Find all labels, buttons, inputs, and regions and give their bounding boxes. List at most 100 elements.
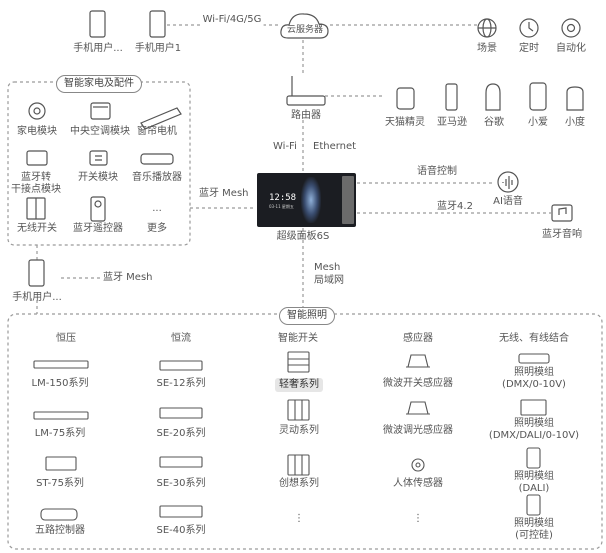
lighting-module-dali-icon bbox=[526, 447, 541, 469]
agile-series-label: 灵动系列 bbox=[279, 425, 319, 436]
xiaoai-speaker-icon bbox=[529, 82, 547, 111]
se12-label: SE-12系列 bbox=[156, 378, 206, 389]
column-sensors: 感应器 bbox=[403, 333, 433, 344]
lighting-module-scr-icon bbox=[526, 494, 541, 516]
se30-label: SE-30系列 bbox=[156, 478, 206, 489]
switch-module-label: 开关模块 bbox=[78, 172, 118, 183]
appliance-module-label: 家电模块 bbox=[17, 126, 57, 137]
wifi-link-label: Wi-Fi bbox=[273, 141, 297, 152]
bluetooth-remote-label: 蓝牙遥控器 bbox=[73, 223, 123, 234]
speaker-google-label: 谷歌 bbox=[484, 117, 504, 128]
agile-switch-icon bbox=[287, 399, 310, 421]
speaker-xiaoai-label: 小爱 bbox=[528, 117, 548, 128]
bluetooth-42-label: 蓝牙4.2 bbox=[437, 201, 473, 212]
speaker-xiaodu-label: 小度 bbox=[565, 117, 585, 128]
bluetooth-mesh-bottom-label: 蓝牙 Mesh bbox=[103, 272, 153, 283]
feature-automation-label: 自动化 bbox=[556, 43, 586, 54]
network-label: Wi-Fi/4G/5G bbox=[200, 14, 264, 26]
driver-lm150-icon bbox=[33, 360, 89, 369]
lighting-module-scr-label: 照明模组 (可控硅) bbox=[514, 518, 554, 541]
human-sensor-icon bbox=[411, 458, 425, 472]
human-sensor-label: 人体传感器 bbox=[393, 478, 443, 489]
column-combined: 无线、有线结合 bbox=[499, 333, 569, 344]
amazon-speaker-icon bbox=[445, 83, 458, 111]
se40-label: SE-40系列 bbox=[156, 525, 206, 536]
phone-bottom-label: 手机用户... bbox=[12, 292, 62, 303]
driver-lm75-icon bbox=[33, 411, 89, 420]
curtain-motor-icon bbox=[140, 107, 182, 130]
driver-se30-icon bbox=[159, 456, 203, 468]
lm75-label: LM-75系列 bbox=[34, 428, 86, 439]
panel-side-buttons bbox=[342, 176, 354, 224]
super-panel-6s: 12:58 03-11 星期五 bbox=[257, 173, 356, 227]
cloud-icon bbox=[280, 13, 329, 39]
phone-icon bbox=[28, 259, 45, 287]
bluetooth-remote-icon bbox=[90, 196, 106, 222]
st75-label: ST-75系列 bbox=[36, 478, 84, 489]
top-user-1-label: 手机用户... bbox=[73, 43, 123, 54]
router-label: 路由器 bbox=[291, 110, 321, 121]
panel-date: 03-11 星期五 bbox=[269, 204, 294, 209]
lighting-module-dmx-icon bbox=[518, 353, 550, 364]
lm150-label: LM-150系列 bbox=[31, 378, 89, 389]
speaker-amazon-label: 亚马逊 bbox=[437, 117, 467, 128]
lighting-module-dmx-label: 照明模组 (DMX/0-10V) bbox=[502, 367, 566, 390]
bluetooth-speaker-label: 蓝牙音响 bbox=[542, 229, 582, 240]
bluetooth-speaker-icon bbox=[551, 204, 573, 222]
phone-icon bbox=[149, 10, 166, 38]
top-user-2-label: 手机用户1 bbox=[134, 43, 182, 54]
microwave-dimming-sensor-label: 微波调光感应器 bbox=[383, 425, 453, 436]
feature-scene-label: 场景 bbox=[477, 43, 497, 54]
cloud-server-label: 云服务器 bbox=[286, 25, 324, 35]
five-way-controller-label: 五路控制器 bbox=[35, 525, 85, 536]
microwave-dimming-sensor-icon bbox=[407, 401, 429, 415]
luxury-switch-icon bbox=[287, 351, 310, 373]
speaker-tmall-label: 天猫精灵 bbox=[385, 117, 425, 128]
phone-icon bbox=[89, 10, 106, 38]
ai-voice-label: AI语音 bbox=[493, 196, 523, 207]
bluetooth-mesh-left-label: 蓝牙 Mesh bbox=[199, 188, 249, 199]
five-way-controller-icon bbox=[40, 508, 78, 521]
ai-voice-icon bbox=[497, 171, 519, 193]
automation-icon bbox=[561, 18, 581, 38]
wireless-switch-label: 无线开关 bbox=[17, 223, 57, 234]
appliance-module-icon bbox=[28, 102, 46, 120]
panel-screen-wallpaper bbox=[301, 177, 321, 223]
smart-switch-more-dots: ⋮ bbox=[294, 513, 304, 524]
curtain-motor-label: 窗帘电机 bbox=[137, 126, 177, 137]
column-constant-current: 恒流 bbox=[171, 333, 191, 344]
panel-time: 12:58 bbox=[269, 193, 297, 203]
lighting-module-dmx-dali-icon bbox=[520, 399, 547, 416]
more-label: 更多 bbox=[147, 223, 167, 234]
lan-label: 局域网 bbox=[314, 275, 344, 286]
dry-contact-module-label: 蓝牙转 干接点模块 bbox=[11, 172, 61, 195]
feature-timer-label: 定时 bbox=[519, 43, 539, 54]
music-player-icon bbox=[140, 153, 174, 165]
lighting-module-dali-label: 照明模组 (DALI) bbox=[514, 471, 554, 494]
router-icon bbox=[286, 95, 326, 106]
lighting-title: 智能照明 bbox=[279, 307, 335, 325]
microwave-switch-sensor-label: 微波开关感应器 bbox=[383, 378, 453, 389]
more-ellipsis: ... bbox=[152, 203, 162, 214]
smart-home-title: 智能家电及配件 bbox=[56, 75, 142, 93]
se20-label: SE-20系列 bbox=[156, 428, 206, 439]
xiaodu-speaker-icon bbox=[566, 86, 584, 111]
column-smart-switch: 智能开关 bbox=[278, 333, 318, 344]
sensor-more-dots: ⋮ bbox=[413, 513, 423, 524]
switch-module-icon bbox=[89, 150, 108, 166]
luxury-series-label: 轻奢系列 bbox=[275, 378, 323, 392]
mesh-label: Mesh bbox=[314, 262, 341, 273]
creative-switch-icon bbox=[287, 454, 310, 476]
voice-control-label: 语音控制 bbox=[417, 166, 457, 177]
ac-module-label: 中央空调模块 bbox=[70, 126, 130, 137]
driver-se12-icon bbox=[159, 360, 203, 371]
dry-contact-module-icon bbox=[26, 150, 48, 166]
tmall-speaker-icon bbox=[396, 87, 415, 110]
creative-series-label: 创想系列 bbox=[279, 478, 319, 489]
ac-module-icon bbox=[90, 102, 111, 120]
music-player-label: 音乐播放器 bbox=[132, 172, 182, 183]
column-constant-voltage: 恒压 bbox=[56, 333, 76, 344]
driver-st75-icon bbox=[45, 456, 77, 471]
driver-se20-icon bbox=[159, 407, 203, 419]
